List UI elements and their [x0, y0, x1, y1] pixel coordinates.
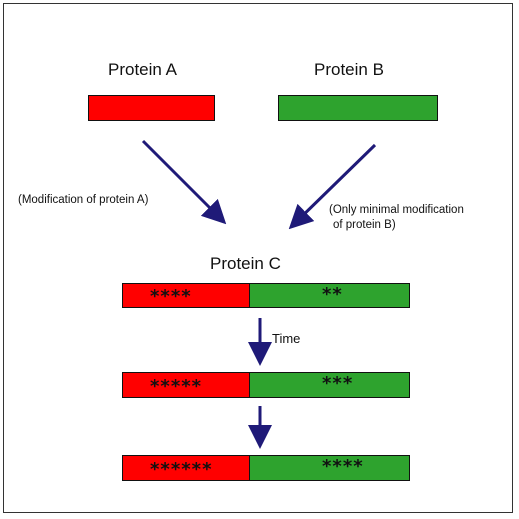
row2-modification-stars-a: *****: [150, 376, 203, 397]
arrow-a-to-c: [141, 139, 227, 225]
modification-b-label-line1: (Only minimal modification: [329, 204, 464, 216]
arrow-b-to-c: [288, 143, 377, 230]
protein-b-label: Protein B: [314, 60, 384, 79]
protein-b-bar: [278, 95, 438, 121]
protein-a-bar: [88, 95, 215, 121]
protein-a-label: Protein A: [108, 60, 177, 79]
row1-modification-stars-a: ****: [150, 286, 192, 307]
modification-a-label: (Modification of protein A): [18, 194, 149, 206]
protein-c-row3-green-bar: [249, 455, 410, 481]
protein-c-row3-red-bar: [122, 455, 250, 481]
row3-modification-stars-b: ****: [322, 456, 364, 477]
protein-c-row2-red-bar: [122, 372, 250, 398]
protein-c-row2-green-bar: [249, 372, 410, 398]
protein-c-row1-red-bar: [122, 283, 250, 308]
row2-modification-stars-b: ***: [322, 373, 354, 394]
time-label: Time: [272, 331, 301, 346]
protein-c-label: Protein C: [210, 254, 281, 273]
row3-modification-stars-a: ******: [150, 459, 213, 480]
row1-modification-stars-b: **: [322, 284, 343, 305]
protein-c-row1-green-bar: [249, 283, 410, 308]
modification-b-label-line2: of protein B): [333, 219, 396, 231]
